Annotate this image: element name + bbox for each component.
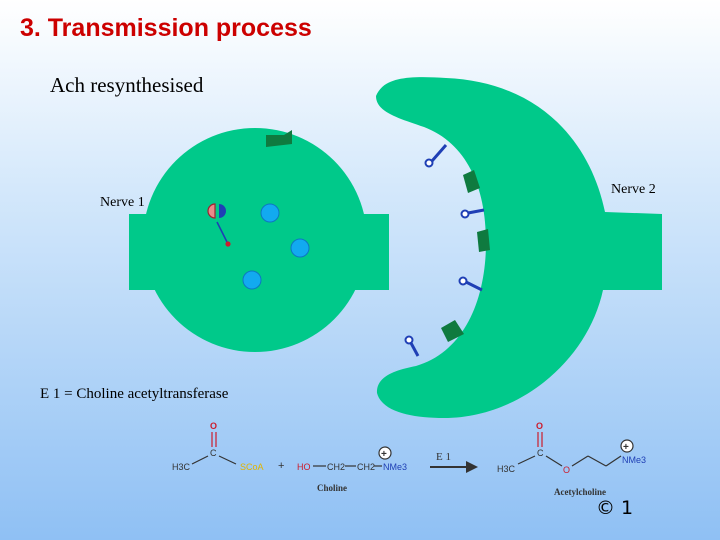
choline-ch2-a: CH2 — [327, 462, 345, 472]
enzyme-blue-half — [219, 204, 226, 218]
acetylcholine-carbon: C — [537, 448, 544, 458]
reaction-arrow: E 1 — [430, 451, 478, 473]
enzyme-red-half — [207, 203, 216, 219]
choline-charge: + — [381, 449, 387, 460]
acetylcholine-structure: O C H3C O NMe3 + Acetylcholine — [497, 421, 646, 497]
reaction-enzyme-label: E 1 — [436, 451, 451, 463]
acetylcholine-nme3: NMe3 — [622, 455, 646, 465]
enzyme-definition: E 1 = Choline acetyltransferase — [40, 386, 229, 402]
acetylcholine-methyl: H3C — [497, 464, 516, 474]
receptor-nerve2-2 — [477, 229, 490, 252]
choline-name: Choline — [317, 483, 347, 493]
receptor-nerve2-3 — [441, 320, 464, 342]
nerve-1-label: Nerve 1 — [100, 195, 145, 210]
acetyl-coa-methyl: H3C — [172, 462, 191, 472]
acetyl-coa-carbon: C — [210, 448, 217, 458]
copyright-mark: © 1 — [596, 497, 634, 519]
enzyme-arrow — [216, 221, 228, 243]
vesicle-3 — [242, 270, 262, 290]
stalk-receptor-1 — [424, 144, 448, 168]
acetylcholine-name: Acetylcholine — [554, 487, 606, 497]
acetyl-coa-oxygen: O — [210, 421, 217, 431]
acetylcholine-oxygen: O — [536, 421, 543, 431]
stalk-receptor-4 — [404, 335, 420, 357]
acetylcholine-ester-oxygen: O — [563, 465, 570, 475]
plus-sign: + — [278, 460, 284, 472]
vesicle-1 — [260, 203, 280, 223]
choline-hydroxyl: HO — [297, 462, 311, 472]
stalk-receptor-3 — [458, 276, 483, 292]
nerve-2-label: Nerve 2 — [611, 182, 656, 197]
acetylcholine-charge: + — [623, 442, 629, 453]
acetyl-coa-scoa: SCoA — [240, 462, 264, 472]
choline-structure: HO CH2 CH2 NMe3 + Choline — [297, 446, 407, 493]
acetyl-coa-structure: O C H3C SCoA — [172, 421, 264, 472]
choline-nme3: NMe3 — [383, 462, 407, 472]
receptor-nerve1-top — [266, 130, 292, 147]
nerve-1-cell — [129, 128, 389, 352]
subtitle: Ach resynthesised — [50, 73, 204, 97]
acetylcholine-product — [225, 241, 231, 247]
receptor-nerve2-1 — [463, 170, 480, 193]
stalk-receptor-2 — [460, 208, 485, 219]
choline-ch2-b: CH2 — [357, 462, 375, 472]
page-title: 3. Transmission process — [20, 14, 312, 42]
nerve-2-cell — [376, 77, 662, 419]
vesicle-2 — [290, 238, 310, 258]
